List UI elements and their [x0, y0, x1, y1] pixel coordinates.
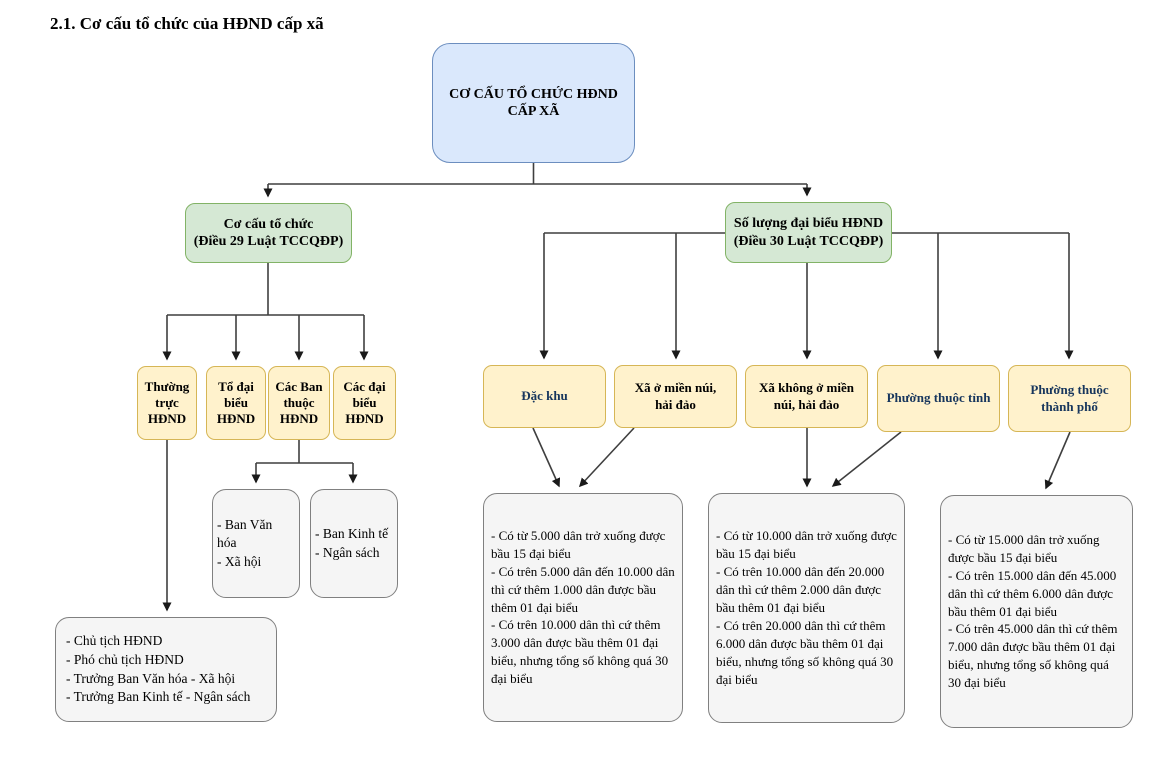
leaf-ward-city: Phường thuộc thành phố — [1008, 365, 1131, 432]
detail-size-commune: - Có từ 10.000 dân trở xuống được bầu 15… — [708, 493, 905, 723]
detail-board-economy: - Ban Kinh tế - Ngân sách — [310, 489, 398, 598]
leaf-standing-committee: Thường trực HĐND — [137, 366, 197, 440]
leaf-special-zone: Đặc khu — [483, 365, 606, 428]
root-node: CƠ CẤU TỔ CHỨC HĐND CẤP XÃ — [432, 43, 635, 163]
detail-size-ward: - Có từ 15.000 dân trở xuống được bầu 15… — [940, 495, 1133, 728]
leaf-delegate-group: Tổ đại biểu HĐND — [206, 366, 266, 440]
leaf-delegates: Các đại biểu HĐND — [333, 366, 396, 440]
detail-board-culture: - Ban Văn hóa - Xã hội — [212, 489, 300, 598]
branch-org-structure: Cơ cấu tổ chức (Điều 29 Luật TCCQĐP) — [185, 203, 352, 263]
leaf-commune-non-mountain: Xã không ở miền núi, hải đảo — [745, 365, 868, 428]
detail-size-special-zone: - Có từ 5.000 dân trở xuống được bầu 15 … — [483, 493, 683, 722]
leaf-boards: Các Ban thuộc HĐND — [268, 366, 330, 440]
leaf-commune-mountain: Xã ở miền núi, hải đảo — [614, 365, 737, 428]
branch-delegate-count: Số lượng đại biểu HĐND (Điều 30 Luật TCC… — [725, 202, 892, 263]
detail-standing-members: - Chủ tịch HĐND - Phó chủ tịch HĐND - Tr… — [55, 617, 277, 722]
leaf-ward-province: Phường thuộc tỉnh — [877, 365, 1000, 432]
page-title: 2.1. Cơ cấu tổ chức của HĐND cấp xã — [50, 14, 324, 33]
